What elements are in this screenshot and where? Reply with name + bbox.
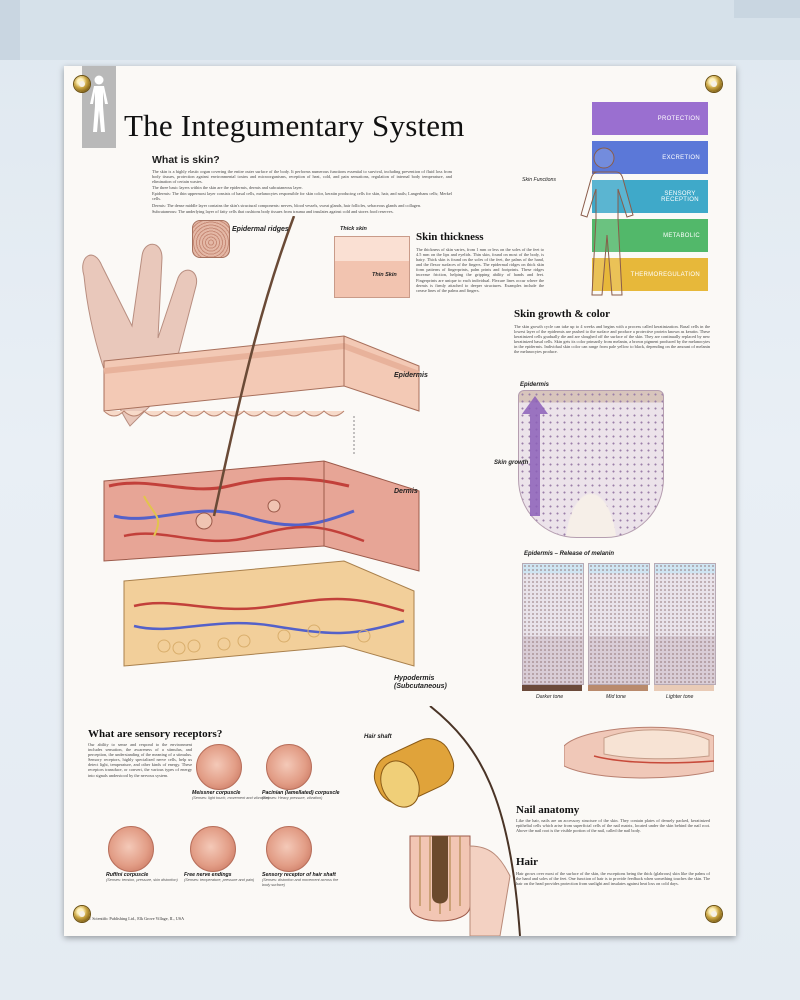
thick-skin-inset bbox=[334, 236, 410, 298]
sensory-text: Our ability to sense and respond to the … bbox=[88, 742, 192, 778]
up-arrow-icon bbox=[522, 396, 548, 516]
darker-tone-strip bbox=[522, 685, 582, 691]
sensory-heading: What are sensory receptors? bbox=[88, 728, 223, 740]
wall-panel-left bbox=[0, 0, 20, 60]
function-band-excretion: EXCRETION bbox=[592, 141, 708, 174]
human-outline-icon bbox=[580, 147, 634, 296]
human-silhouette-icon bbox=[90, 75, 108, 132]
fingerprint-inset bbox=[192, 220, 230, 258]
hypodermis-block bbox=[123, 560, 415, 667]
skin-growth-heading: Skin growth & color bbox=[514, 308, 611, 320]
pacinian-corpuscle-image bbox=[266, 744, 312, 790]
skin-thickness-heading: Skin thickness bbox=[416, 231, 484, 243]
hair-shaft-receptor-image bbox=[266, 826, 312, 872]
meissner-caption: Meissner corpuscle (Senses: light touch,… bbox=[192, 790, 270, 800]
free-nerve-caption: Free nerve endings (Senses: temperature,… bbox=[184, 872, 255, 882]
poster: The Integumentary System What is skin? T… bbox=[64, 66, 736, 936]
mid-tone-label: Mid tone bbox=[606, 694, 626, 700]
lighter-tone-panel bbox=[654, 563, 716, 685]
what-is-skin-p2: The three basic layers within the skin a… bbox=[152, 185, 303, 191]
nail-anatomy-heading: Nail anatomy bbox=[516, 804, 580, 816]
hair-heading: Hair bbox=[516, 856, 538, 868]
what-is-skin-p1: The skin is a highly elastic organ cover… bbox=[152, 169, 452, 185]
mid-tone-panel bbox=[588, 563, 650, 685]
skin-growth-text: The skin growth cycle can take up to 4 w… bbox=[514, 324, 710, 355]
grommet-top-left bbox=[74, 76, 90, 92]
what-is-skin-p5: Subcutaneous: The underlying layer of fa… bbox=[152, 208, 394, 214]
hair-shaft-label: Hair shaft bbox=[364, 734, 392, 740]
lighter-tone-strip bbox=[654, 685, 714, 691]
ruffini-corpuscle-image bbox=[108, 826, 154, 872]
what-is-skin-text: The skin is a highly elastic organ cover… bbox=[152, 169, 452, 214]
what-is-skin-p4: Dermis: The dense middle layer contains … bbox=[152, 202, 422, 208]
wall-panel-top bbox=[0, 0, 800, 60]
meissner-corpuscle-image bbox=[196, 744, 242, 790]
ruffini-caption: Ruffini corpuscle (Senses: tension, pres… bbox=[106, 872, 178, 882]
grommet-bottom-left bbox=[74, 906, 90, 922]
wall-panel-right bbox=[734, 0, 800, 18]
what-is-skin-heading: What is skin? bbox=[152, 154, 220, 166]
function-band-metabolic: METABOLIC bbox=[592, 219, 708, 252]
darker-tone-panel bbox=[522, 563, 584, 685]
nail-illustration bbox=[564, 726, 714, 779]
mid-tone-strip bbox=[588, 685, 648, 691]
epidermis-block bbox=[103, 335, 421, 417]
hypodermis-label: Hypodermis (Subcutaneous) bbox=[394, 675, 447, 690]
skin-growth-label: Skin growth bbox=[494, 460, 529, 466]
what-is-skin-p3: Epidermis: The thin uppermost layer cons… bbox=[152, 191, 452, 202]
function-band-protection: PROTECTION bbox=[592, 102, 708, 135]
nail-anatomy-text: Like the hair, nails are an accessory st… bbox=[516, 818, 710, 834]
growth-epidermis-label: Epidermis bbox=[520, 382, 550, 388]
thin-skin-label: Thin Skin bbox=[372, 272, 397, 278]
skin-thickness-text: The thickness of skin varies, from 1 mm … bbox=[416, 247, 544, 293]
hair-strand bbox=[212, 216, 296, 517]
lighter-tone-label: Lighter tone bbox=[666, 694, 694, 700]
dermis-label: Dermis bbox=[394, 488, 418, 495]
poster-title: The Integumentary System bbox=[124, 108, 465, 143]
hair-shaft-illustration bbox=[373, 706, 521, 936]
hair-receptor-caption: Sensory receptor of hair shaft (Senses: … bbox=[262, 872, 339, 887]
function-band-sensory: SENSORY RECEPTION bbox=[592, 180, 708, 213]
epidermis-label: Epidermis bbox=[394, 372, 428, 379]
copyright-text: © Scientific Publishing Ltd., Elk Grove … bbox=[88, 916, 185, 921]
grommet-top-right bbox=[706, 76, 722, 92]
skin-functions-label: Skin Functions bbox=[522, 177, 557, 183]
darker-tone-label: Darker tone bbox=[536, 694, 564, 700]
epidermal-ridges-label: Epidermal ridges bbox=[232, 226, 289, 233]
free-nerve-endings-image bbox=[190, 826, 236, 872]
thick-skin-label: Thick skin bbox=[340, 226, 367, 232]
skin-growth-illustration bbox=[518, 390, 664, 538]
melanin-heading: Epidermis – Release of melanin bbox=[524, 551, 615, 557]
skin-cross-section-illustration bbox=[82, 216, 421, 667]
dermis-block bbox=[103, 460, 420, 572]
hair-text: Hair grows over most of the surface of t… bbox=[516, 871, 710, 887]
grommet-bottom-right bbox=[706, 906, 722, 922]
pacinian-caption: Pacinian (lamellated) corpuscle (Senses:… bbox=[262, 790, 340, 800]
